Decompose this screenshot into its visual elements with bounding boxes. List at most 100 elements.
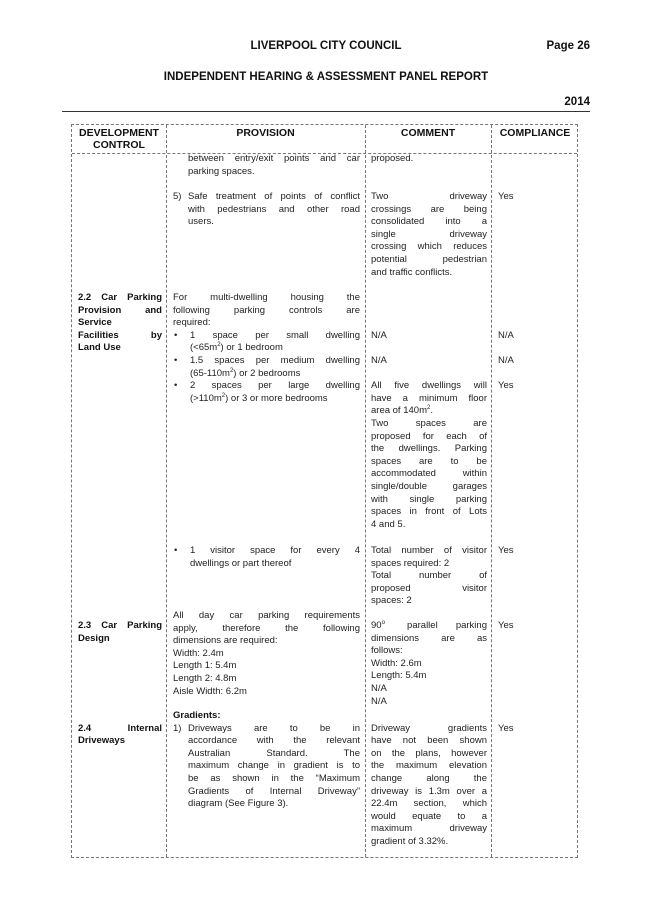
control-title: Design xyxy=(78,632,110,644)
control-title: Driveways xyxy=(78,735,126,747)
comment-text: 4 and 5. xyxy=(371,518,406,530)
comment-text: maximum driveway xyxy=(371,823,487,835)
provision-text: users. xyxy=(188,216,214,228)
compliance-value: Yes xyxy=(498,545,514,556)
compliance-value: Yes xyxy=(498,380,514,392)
superscript: o xyxy=(381,619,385,626)
column-divider xyxy=(166,125,167,857)
comment-text: spaces in front of Lots xyxy=(371,506,487,518)
provision-text: maximum change in gradient is to xyxy=(188,760,360,772)
comment-text: N/A xyxy=(371,683,387,694)
superscript: 2 xyxy=(221,392,226,399)
provision-text: (>110m2) or 3 or more bedrooms xyxy=(190,393,360,406)
provision-text: between entry/exit points and car xyxy=(188,153,360,164)
comment-text: 90o parallel parking xyxy=(371,620,487,633)
provision-text: diagram (See Figure 3). xyxy=(188,798,289,810)
comment-text: N/A xyxy=(371,355,387,366)
text-part: (65-110m xyxy=(190,367,230,379)
text-part: (<65m xyxy=(190,342,218,354)
header-row-divider xyxy=(72,153,577,154)
comment-text: single driveway xyxy=(371,228,487,240)
comment-text: 22.4m section, which xyxy=(371,798,487,810)
text-part: ) or 3 or more bedrooms xyxy=(225,392,328,404)
comment-text: proposed visitor xyxy=(371,582,487,594)
provision-text: 2 spaces per large dwelling xyxy=(190,380,360,392)
compliance-value: Yes xyxy=(498,722,514,734)
comment-text: potential pedestrian xyxy=(371,254,487,265)
comment-text: and traffic conflicts. xyxy=(371,266,453,278)
text-part: ) or 2 bedrooms xyxy=(233,367,301,379)
comment-text: follows: xyxy=(371,645,403,657)
provision-text: Australian Standard. The xyxy=(188,747,360,759)
header-rule xyxy=(62,111,590,112)
text-part: ) or 1 bedroom xyxy=(220,342,283,354)
bullet-icon: • xyxy=(174,380,178,392)
text-part: 90o xyxy=(371,620,385,633)
comment-text: All five dwellings will xyxy=(371,380,487,392)
text-part: (>110m xyxy=(190,392,222,404)
provision-text: (<65m2) or 1 bedroom xyxy=(190,342,360,355)
control-title: 2.4 Internal xyxy=(78,722,162,734)
report-year: 2014 xyxy=(564,96,590,108)
provision-text: Width: 2.4m xyxy=(173,647,224,659)
provision-text: Aisle Width: 6.2m xyxy=(173,685,247,697)
comment-text: on the plans, however xyxy=(371,747,487,759)
comment-text: area of 140m2. xyxy=(371,405,487,418)
comment-text: with single parking xyxy=(371,493,487,505)
provision-text: dimensions are required: xyxy=(173,635,278,647)
superscript: 2 xyxy=(426,405,431,412)
comment-text: would equate to a xyxy=(371,810,487,822)
provision-text: following parking controls are xyxy=(173,304,360,316)
compliance-value: N/A xyxy=(498,329,514,341)
control-title: Facilities by xyxy=(78,329,162,341)
text-part: parallel parking xyxy=(388,620,487,631)
comment-text: consolidated into a xyxy=(371,216,487,228)
provision-text: All day car parking requirements xyxy=(173,610,360,621)
comment-text: crossings are being xyxy=(371,203,487,215)
provision-text: Safe treatment of points of conflict xyxy=(188,191,360,202)
comment-text: proposed for each of xyxy=(371,430,487,442)
comment-text: the dwellings. Parking xyxy=(371,443,487,455)
column-header-control-line: CONTROL xyxy=(93,139,145,151)
comment-text: the maximum elevation xyxy=(371,760,487,772)
control-title: 2.3 Car Parking xyxy=(78,620,162,631)
comment-text: Width: 2.6m xyxy=(371,657,422,669)
provision-text: with pedestrians and other road xyxy=(188,203,360,215)
comment-text: driveway is 1.3m over a xyxy=(371,785,487,797)
compliance-value: Yes xyxy=(498,620,514,631)
provision-text: 1.5 spaces per medium dwelling xyxy=(190,355,360,366)
bullet-icon: • xyxy=(174,545,178,556)
compliance-value: Yes xyxy=(498,191,514,202)
comment-text: Length: 5.4m xyxy=(371,670,427,682)
provision-text: 1 visitor space for every 4 xyxy=(190,545,360,556)
provision-text: dwellings or part thereof xyxy=(190,557,292,569)
comment-text: have a minimum floor xyxy=(371,392,487,404)
bullet-icon: • xyxy=(174,329,178,341)
control-title: Land Use xyxy=(78,342,121,354)
control-title: 2.2 Car Parking xyxy=(78,292,162,303)
comment-text: Two spaces are xyxy=(371,418,487,429)
comment-text: change along the xyxy=(371,773,487,784)
superscript: 2 xyxy=(217,342,221,349)
provision-text: parking spaces. xyxy=(188,165,255,177)
comment-text: N/A xyxy=(371,329,387,341)
provision-text: For multi-dwelling housing the xyxy=(173,292,360,303)
comment-text: spaces are to be xyxy=(371,455,487,467)
column-header-provision: PROVISION xyxy=(236,127,295,139)
provision-text: Length 1: 5.4m xyxy=(173,660,237,672)
text-part: . xyxy=(430,405,433,417)
provision-text: Length 2: 4.8m xyxy=(173,673,237,684)
comment-text: spaces required: 2 xyxy=(371,557,450,569)
comment-text: crossing which reduces xyxy=(371,241,487,253)
provision-text: be as shown in the “Maximum xyxy=(188,773,360,784)
text-part: 90 xyxy=(371,620,382,631)
provision-text: accordance with the relevant xyxy=(188,735,360,747)
item-number: 1) xyxy=(173,722,182,734)
compliance-value: N/A xyxy=(498,355,514,366)
comment-text: spaces: 2 xyxy=(371,595,412,607)
comment-text: Total number of xyxy=(371,570,487,582)
item-number: 5) xyxy=(173,191,182,202)
bullet-icon: • xyxy=(174,355,178,366)
comment-text: have not been shown xyxy=(371,735,487,747)
comment-text: single/double garages xyxy=(371,481,487,492)
